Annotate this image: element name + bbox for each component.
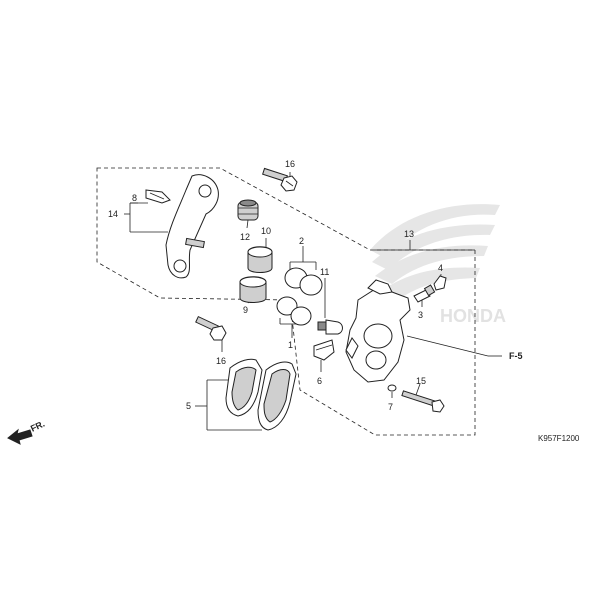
callout-2: 2 bbox=[299, 236, 304, 246]
callout-4: 4 bbox=[438, 263, 443, 273]
diagram-code: K957F1200 bbox=[538, 434, 580, 443]
callout-14: 14 bbox=[108, 209, 118, 219]
callout-7: 7 bbox=[388, 402, 393, 412]
callout-11: 11 bbox=[320, 267, 329, 277]
callout-6: 6 bbox=[317, 376, 322, 386]
seal-set-1 bbox=[276, 296, 312, 326]
front-direction-arrow bbox=[7, 428, 33, 445]
callout-3: 3 bbox=[418, 310, 423, 320]
pin-bolt-15 bbox=[401, 390, 445, 413]
bleeder-cap-4 bbox=[433, 275, 447, 291]
brake-pads bbox=[225, 358, 297, 431]
assembly-boundary bbox=[96, 167, 476, 436]
seal-set-2 bbox=[284, 267, 323, 296]
piston-10 bbox=[247, 246, 273, 273]
callout-5: 5 bbox=[186, 401, 191, 411]
pad-spring-6 bbox=[313, 339, 335, 361]
callout-10: 10 bbox=[261, 226, 271, 236]
front-direction-label: FR. bbox=[29, 419, 46, 434]
callout-13: 13 bbox=[404, 229, 414, 239]
svg-text:HONDA: HONDA bbox=[440, 306, 506, 326]
callout-8: 8 bbox=[132, 193, 137, 203]
piston-9 bbox=[239, 276, 267, 303]
bolt-16-bottom bbox=[195, 315, 227, 341]
caliper-bracket bbox=[145, 174, 219, 279]
callout-9: 9 bbox=[243, 305, 248, 315]
bleeder-valve-3 bbox=[413, 284, 436, 303]
bolt-16-top bbox=[262, 167, 298, 192]
callout-16-top: 16 bbox=[285, 159, 295, 169]
boot-12 bbox=[237, 199, 259, 221]
reference-f5: F-5 bbox=[509, 351, 523, 361]
callout-16-bottom: 16 bbox=[216, 356, 226, 366]
honda-wing-watermark: HONDA bbox=[370, 204, 506, 326]
pad-pin-11 bbox=[317, 319, 343, 335]
callout-1: 1 bbox=[288, 340, 293, 350]
callout-15: 15 bbox=[416, 376, 426, 386]
washer-7 bbox=[387, 384, 397, 392]
callout-12: 12 bbox=[240, 232, 250, 242]
caliper-body bbox=[345, 279, 411, 383]
